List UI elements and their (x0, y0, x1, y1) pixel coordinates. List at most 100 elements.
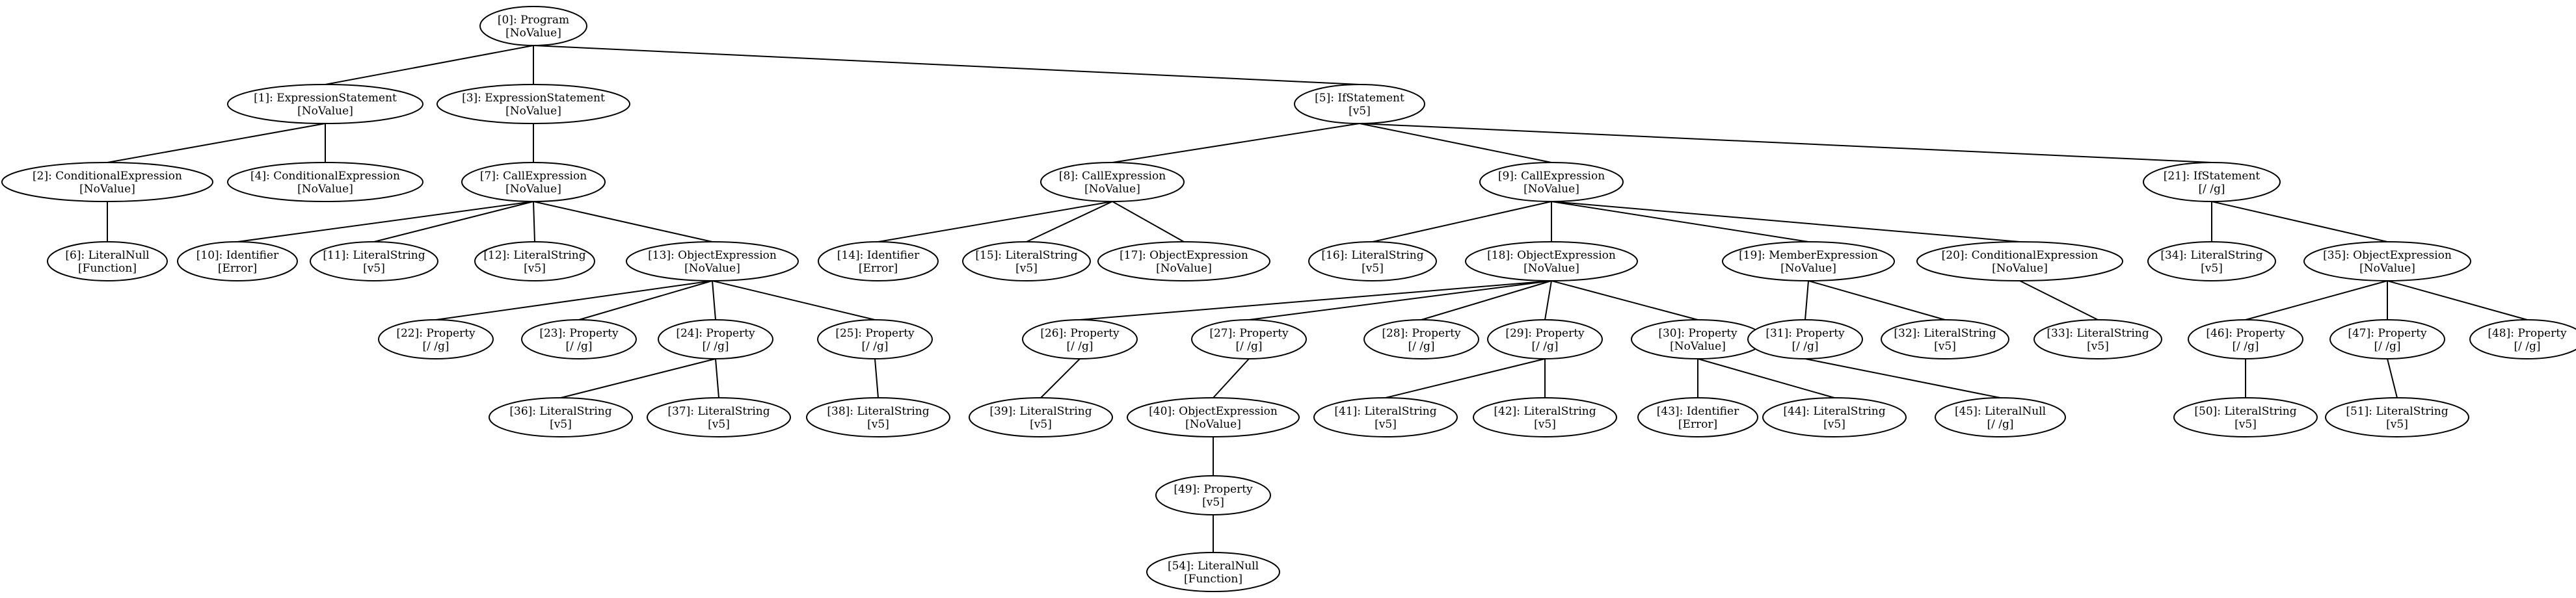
node-label: [6]: LiteralNull (65, 249, 149, 262)
node-value: [v5] (550, 418, 572, 431)
node-label: [4]: ConditionalExpression (250, 170, 400, 183)
edge-29-41 (1385, 358, 1546, 398)
node-ellipse (479, 6, 587, 46)
node-label: [3]: ExpressionStatement (462, 92, 605, 105)
node-ellipse (1637, 397, 1758, 437)
tree-node-49: [49]: Property[v5] (1155, 475, 1271, 515)
node-ellipse (1191, 319, 1307, 359)
node-ellipse (1935, 397, 2066, 437)
tree-node-11: [11]: LiteralString[v5] (310, 241, 438, 281)
node-value: [NoValue] (505, 27, 561, 40)
node-label: [16]: LiteralString (1321, 249, 1423, 262)
edge-0-1 (325, 45, 534, 85)
tree-node-24: [24]: Property[/ /g] (658, 319, 773, 359)
node-ellipse (658, 319, 773, 359)
tree-node-2: [2]: ConditionalExpression[NoValue] (1, 162, 213, 202)
node-label: [1]: ExpressionStatement (254, 92, 397, 105)
node-value: [v5] (1202, 496, 1224, 509)
node-label: [17]: ObjectExpression (1120, 249, 1248, 262)
node-value: [NoValue] (1523, 183, 1579, 196)
node-ellipse (1916, 241, 2123, 281)
node-label: [51]: LiteralString (2346, 405, 2448, 418)
node-ellipse (1479, 162, 1624, 202)
node-ellipse (1722, 241, 1895, 281)
edge-13-25 (712, 280, 876, 320)
node-label: [23]: Property (539, 327, 619, 340)
edge-5-8 (1112, 123, 1360, 163)
node-ellipse (1155, 475, 1271, 515)
edge-9-20 (1551, 201, 2020, 242)
edge-9-19 (1551, 201, 1809, 242)
node-label: [25]: Property (835, 327, 915, 340)
tree-node-27: [27]: Property[/ /g] (1191, 319, 1307, 359)
node-label: [31]: Property (1765, 327, 1845, 340)
tree-node-1: [1]: ExpressionStatement[NoValue] (227, 84, 423, 124)
edges-layer (107, 45, 2528, 552)
node-ellipse (1465, 241, 1638, 281)
node-value: [Function] (1184, 573, 1242, 586)
node-label: [27]: Property (1209, 327, 1289, 340)
edge-5-21 (1359, 123, 2212, 163)
tree-node-48: [48]: Property[/ /g] (2469, 319, 2576, 359)
node-label: [13]: ObjectExpression (648, 249, 777, 262)
node-value: [NoValue] (1156, 262, 1212, 275)
tree-node-47: [47]: Property[/ /g] (2329, 319, 2445, 359)
node-value: [v5] (1362, 262, 1384, 275)
edge-13-23 (578, 280, 713, 320)
node-label: [49]: Property (1174, 483, 1253, 496)
node-value: [/ /g] (702, 340, 729, 353)
edge-7-12 (533, 201, 535, 242)
edge-7-11 (373, 201, 534, 242)
tree-node-50: [50]: LiteralString[v5] (2173, 397, 2318, 437)
node-value: [v5] (524, 262, 546, 275)
node-label: [47]: Property (2348, 327, 2427, 340)
node-ellipse (461, 162, 606, 202)
tree-node-39: [39]: LiteralString[v5] (969, 397, 1113, 437)
node-label: [24]: Property (676, 327, 755, 340)
node-label: [15]: LiteralString (975, 249, 1077, 262)
tree-node-40: [40]: ObjectExpression[NoValue] (1127, 397, 1300, 437)
node-ellipse (227, 84, 423, 124)
node-label: [9]: CallExpression (1498, 170, 1605, 183)
node-ellipse (962, 241, 1091, 281)
node-label: [38]: LiteralString (827, 405, 929, 418)
tree-node-21: [21]: IfStatement[/ /g] (2143, 162, 2281, 202)
tree-node-17: [17]: ObjectExpression[NoValue] (1097, 241, 1270, 281)
node-ellipse (1473, 397, 1617, 437)
node-value: [v5] (1015, 262, 1038, 275)
edge-25-38 (874, 358, 879, 398)
tree-node-12: [12]: LiteralString[v5] (474, 241, 595, 281)
node-ellipse (1747, 319, 1863, 359)
node-value: [NoValue] (2359, 262, 2415, 275)
node-label: [43]: Identifier (1657, 405, 1739, 418)
node-label: [0]: Program (498, 14, 569, 27)
tree-node-15: [15]: LiteralString[v5] (962, 241, 1091, 281)
node-ellipse (1146, 552, 1280, 592)
tree-node-3: [3]: ExpressionStatement[NoValue] (436, 84, 630, 124)
edge-7-10 (237, 201, 534, 242)
edge-31-45 (1805, 358, 2001, 398)
tree-node-34: [34]: LiteralString[v5] (2147, 241, 2276, 281)
node-value: [/ /g] (565, 340, 592, 353)
nodes-layer: [0]: Program[NoValue][1]: ExpressionStat… (1, 6, 2576, 592)
node-ellipse (647, 397, 791, 437)
node-label: [41]: LiteralString (1334, 405, 1436, 418)
tree-node-25: [25]: Property[/ /g] (817, 319, 933, 359)
node-ellipse (1294, 84, 1425, 124)
edge-8-17 (1112, 201, 1185, 242)
edge-5-9 (1359, 123, 1552, 163)
node-ellipse (1308, 241, 1437, 281)
node-value: [/ /g] (2374, 340, 2400, 353)
edge-21-35 (2211, 201, 2388, 242)
tree-node-5: [5]: IfStatement[v5] (1294, 84, 1425, 124)
node-label: [36]: LiteralString (509, 405, 611, 418)
tree-node-44: [44]: LiteralString[v5] (1762, 397, 1907, 437)
edge-24-36 (560, 358, 716, 398)
node-ellipse (1313, 397, 1458, 437)
node-label: [5]: IfStatement (1315, 92, 1404, 105)
node-label: [40]: ObjectExpression (1149, 405, 1278, 418)
tree-node-10: [10]: Identifier[Error] (177, 241, 298, 281)
node-label: [7]: CallExpression (480, 170, 587, 183)
tree-node-33: [33]: LiteralString[v5] (2033, 319, 2162, 359)
tree-node-9: [9]: CallExpression[NoValue] (1479, 162, 1624, 202)
